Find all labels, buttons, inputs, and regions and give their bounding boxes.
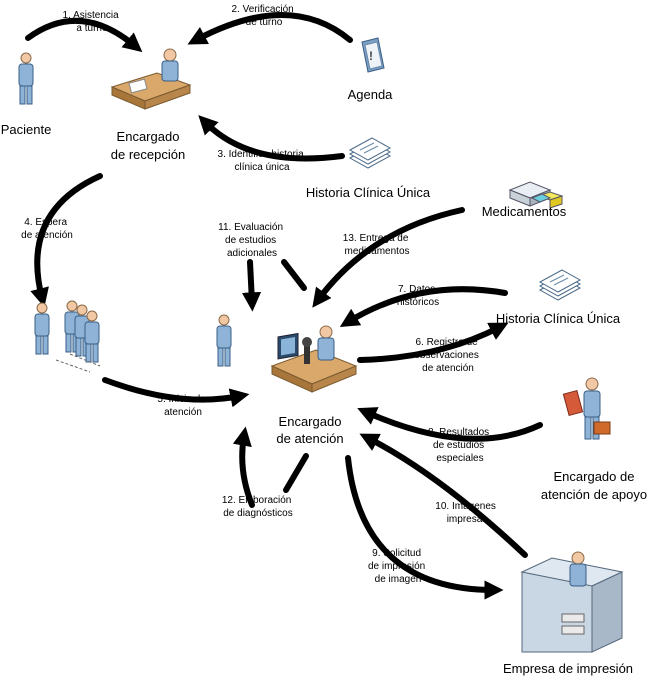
- step-11: 11. Evaluación de estudios adicionales: [218, 222, 286, 259]
- step-9: 9. Solicitud de impresión de imagen: [368, 548, 428, 585]
- clipboard-icon: !: [361, 37, 385, 73]
- documents-icon: [348, 137, 392, 169]
- step-8: 8. Resultados de estudios especiales: [428, 427, 492, 464]
- actor-historia-2: Historia Clínica Única: [496, 311, 621, 326]
- actor-medicamentos: Medicamentos: [482, 204, 567, 219]
- arrow-7: [339, 286, 508, 328]
- actor-paciente: Paciente: [1, 122, 52, 137]
- step-13: 13. Entrega de medicamentos: [343, 233, 411, 257]
- actor-atencion-line2: de atención: [276, 431, 343, 446]
- desk-worker-icon: [110, 48, 192, 110]
- actor-agenda: Agenda: [348, 87, 394, 102]
- step-2: 2. Verificación de turno: [231, 4, 296, 28]
- person-icon: [18, 52, 34, 105]
- arrow-6: [357, 322, 509, 363]
- arrow-11b: [281, 259, 307, 291]
- person-icon: [216, 314, 232, 367]
- arrow-11a: [241, 259, 262, 312]
- people-group-icon: [34, 300, 101, 373]
- lab-worker-icon: [270, 325, 358, 393]
- arrow-10: [359, 433, 528, 558]
- arrow-13: [312, 207, 465, 308]
- actor-recepcion-line1: Encargado: [117, 129, 180, 144]
- arrow-1: [25, 17, 143, 53]
- arrow-8: [357, 407, 543, 442]
- arrow-12a: [232, 426, 255, 508]
- step-4: 4. Espera de atención: [21, 217, 73, 241]
- boxes-icon: [508, 181, 564, 209]
- printer-operator-icon: [520, 551, 624, 653]
- arrow-5: [102, 377, 250, 408]
- step-1: 1. Asistencia a turno: [63, 10, 122, 34]
- arrow-4: [30, 173, 103, 308]
- actor-recepcion-line2: de recepción: [111, 147, 185, 162]
- step-6: 6. Registro de observaciones de atención: [414, 337, 481, 374]
- worker-briefcase-icon: [562, 377, 611, 440]
- actor-historia-1: Historia Clínica Única: [306, 185, 431, 200]
- actor-apoyo-line1: Encargado de: [554, 469, 635, 484]
- actor-apoyo-line2: atención de apoyo: [541, 487, 647, 502]
- step-3: 3. Identifica historia clínica única: [218, 149, 307, 173]
- documents-icon: [538, 269, 582, 301]
- svg-text:!: !: [369, 49, 373, 63]
- step-10: 10. Imágenes impresas: [435, 501, 498, 525]
- step-12: 12. Elaboración de diagnósticos: [222, 495, 294, 519]
- step-7: 7. Datos históricos: [397, 284, 439, 308]
- arrow-3: [198, 115, 345, 162]
- step-5: 5. Inicio de atención: [157, 394, 208, 418]
- actor-impresion: Empresa de impresión: [503, 661, 633, 676]
- arrow-9: [345, 455, 504, 600]
- arrow-2: [187, 12, 353, 45]
- actor-atencion-line1: Encargado: [279, 414, 342, 429]
- arrow-12b: [283, 453, 309, 493]
